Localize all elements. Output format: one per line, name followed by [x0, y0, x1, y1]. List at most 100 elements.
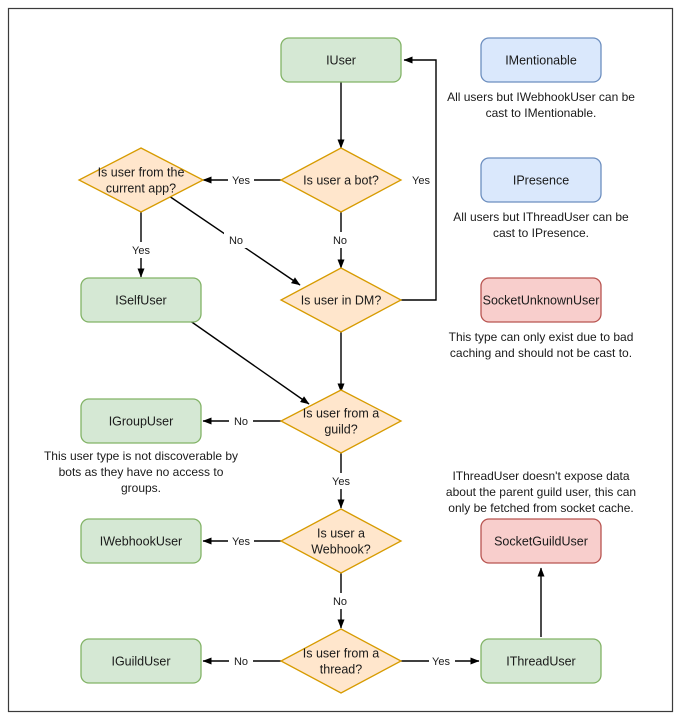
node-is-webhook[interactable]: Is user a Webhook?: [279, 508, 403, 574]
edge-label-webhook-yes: Yes: [232, 536, 250, 548]
edge-is-guild-yes-to-is-webhook: Yes: [329, 453, 355, 509]
node-socketguilduser[interactable]: SocketGuildUser: [480, 518, 602, 564]
edge-label-bg: [229, 653, 253, 669]
edge-label-thread-no: No: [234, 656, 248, 668]
edge-iselfuser-to-is-guild: [185, 317, 310, 405]
node-is-bot[interactable]: Is user a bot?: [279, 147, 403, 213]
node-ipresence-shape: [480, 157, 602, 203]
note-igroupuser-line1: This user type is not discoverable by: [44, 449, 238, 463]
node-is-current-app-label-line2: current app?: [106, 181, 176, 195]
edge-label-bg: [329, 232, 353, 248]
note-imentionable-line1: All users but IWebhookUser can be: [447, 90, 635, 104]
edge-current-app-no-to-is-dm: No: [168, 195, 301, 286]
note-igroupuser-line2: bots as they have no access to: [59, 465, 224, 479]
node-imentionable-label: IMentionable: [505, 53, 577, 67]
edge-is-bot-no-to-is-dm: No: [329, 212, 353, 269]
note-imentionable: All users but IWebhookUser can be cast t…: [447, 90, 635, 120]
edge-label-guild-no: No: [234, 416, 248, 428]
node-iguilduser-label: IGuildUser: [111, 654, 170, 668]
node-socketunknownuser[interactable]: SocketUnknownUser: [480, 277, 602, 323]
edge-is-dm-yes-to-iuser: Yes: [401, 56, 437, 301]
edge-label-bot-yes: Yes: [232, 175, 250, 187]
edge-label-thread-yes: Yes: [432, 656, 450, 668]
node-is-dm-label: Is user in DM?: [301, 293, 382, 307]
note-socketunknownuser-line1: This type can only exist due to bad: [449, 330, 634, 344]
node-is-guild-label-line1: Is user from a: [303, 406, 379, 420]
note-imentionable-line2: cast to IMentionable.: [486, 106, 597, 120]
edge-label-bot-no: No: [333, 235, 347, 247]
node-is-current-app-label-line1: Is user from the: [98, 165, 185, 179]
node-iguilduser-shape: [80, 638, 202, 684]
node-igroupuser-label: IGroupUser: [109, 414, 174, 428]
node-is-bot-label: Is user a bot?: [303, 173, 379, 187]
edge-label-bg: [329, 473, 355, 489]
note-socketguilduser: IThreadUser doesn't expose data about th…: [446, 469, 636, 515]
node-is-dm[interactable]: Is user in DM?: [279, 267, 403, 333]
node-ipresence-label: IPresence: [513, 173, 569, 187]
edge-is-thread-yes-to-ithreaduser: Yes: [401, 653, 480, 669]
edge-label-app-no: No: [229, 235, 243, 247]
edge-is-webhook-no-to-is-thread: No: [329, 573, 353, 629]
node-is-thread-label-line1: Is user from a: [303, 646, 379, 660]
node-iuser-shape: [280, 37, 402, 83]
node-socketunknownuser-label: SocketUnknownUser: [483, 293, 600, 307]
node-iwebhookuser-label: IWebhookUser: [100, 534, 182, 548]
edge-label-bg: [224, 232, 248, 248]
note-socketguilduser-line1: IThreadUser doesn't expose data: [452, 469, 629, 483]
note-socketguilduser-line3: only be fetched from socket cache.: [448, 501, 633, 515]
node-ithreaduser[interactable]: IThreadUser: [480, 638, 602, 684]
node-iuser[interactable]: IUser: [280, 37, 402, 83]
node-imentionable[interactable]: IMentionable: [480, 37, 602, 83]
node-is-webhook-label-line2: Webhook?: [311, 542, 371, 556]
node-is-thread[interactable]: Is user from a thread?: [279, 628, 403, 694]
node-igroupuser-shape: [80, 398, 202, 444]
edge-current-app-yes-to-iselfuser: Yes: [129, 212, 155, 278]
node-ipresence[interactable]: IPresence: [480, 157, 602, 203]
node-is-webhook-label-line1: Is user a: [317, 526, 365, 540]
node-is-guild-shape: [279, 389, 403, 454]
edge-label-guild-yes: Yes: [332, 476, 350, 488]
edge-is-bot-yes-to-current-app: Yes: [202, 172, 281, 188]
node-iwebhookuser[interactable]: IWebhookUser: [80, 518, 202, 564]
edge-label-bg: [228, 172, 254, 188]
note-ipresence: All users but IThreadUser can be cast to…: [453, 210, 629, 240]
node-is-guild[interactable]: Is user from a guild?: [279, 389, 403, 454]
note-socketunknownuser: This type can only exist due to bad cach…: [449, 330, 634, 360]
node-iuser-label: IUser: [326, 53, 356, 67]
node-iguilduser[interactable]: IGuildUser: [80, 638, 202, 684]
node-igroupuser[interactable]: IGroupUser: [80, 398, 202, 444]
edge-is-webhook-yes-to-iwebhookuser: Yes: [202, 533, 281, 549]
node-imentionable-shape: [480, 37, 602, 83]
node-is-dm-shape: [279, 267, 403, 333]
node-is-current-app[interactable]: Is user from the current app?: [77, 147, 205, 213]
note-socketunknownuser-line2: caching and should not be cast to.: [450, 346, 632, 360]
note-igroupuser-line3: groups.: [121, 481, 161, 495]
node-socketguilduser-label: SocketGuildUser: [494, 534, 588, 548]
node-iselfuser[interactable]: ISelfUser: [80, 277, 202, 323]
node-iselfuser-label: ISelfUser: [115, 293, 166, 307]
edge-label-webhook-no: No: [333, 596, 347, 608]
note-ipresence-line2: cast to IPresence.: [493, 226, 589, 240]
note-socketguilduser-line2: about the parent guild user, this can: [446, 485, 636, 499]
node-is-guild-label-line2: guild?: [324, 422, 357, 436]
edge-label-bg: [129, 242, 155, 258]
diagram-border: [7, 7, 674, 713]
node-iwebhookuser-shape: [80, 518, 202, 564]
node-ithreaduser-label: IThreadUser: [506, 654, 575, 668]
node-ithreaduser-shape: [480, 638, 602, 684]
edge-label-bg: [429, 653, 455, 669]
node-socketguilduser-shape: [480, 518, 602, 564]
edge-label-dm-yes: Yes: [412, 175, 430, 187]
note-ipresence-line1: All users but IThreadUser can be: [453, 210, 629, 224]
edge-label-bg: [329, 593, 353, 609]
node-is-webhook-shape: [279, 508, 403, 574]
edge-label-app-yes: Yes: [132, 245, 150, 257]
note-igroupuser: This user type is not discoverable by bo…: [44, 449, 238, 495]
edge-label-bg: [408, 172, 434, 188]
node-is-bot-shape: [279, 147, 403, 213]
edge-label-bg: [228, 533, 254, 549]
node-is-thread-label-line2: thread?: [320, 662, 362, 676]
edge-label-bg: [229, 413, 253, 429]
